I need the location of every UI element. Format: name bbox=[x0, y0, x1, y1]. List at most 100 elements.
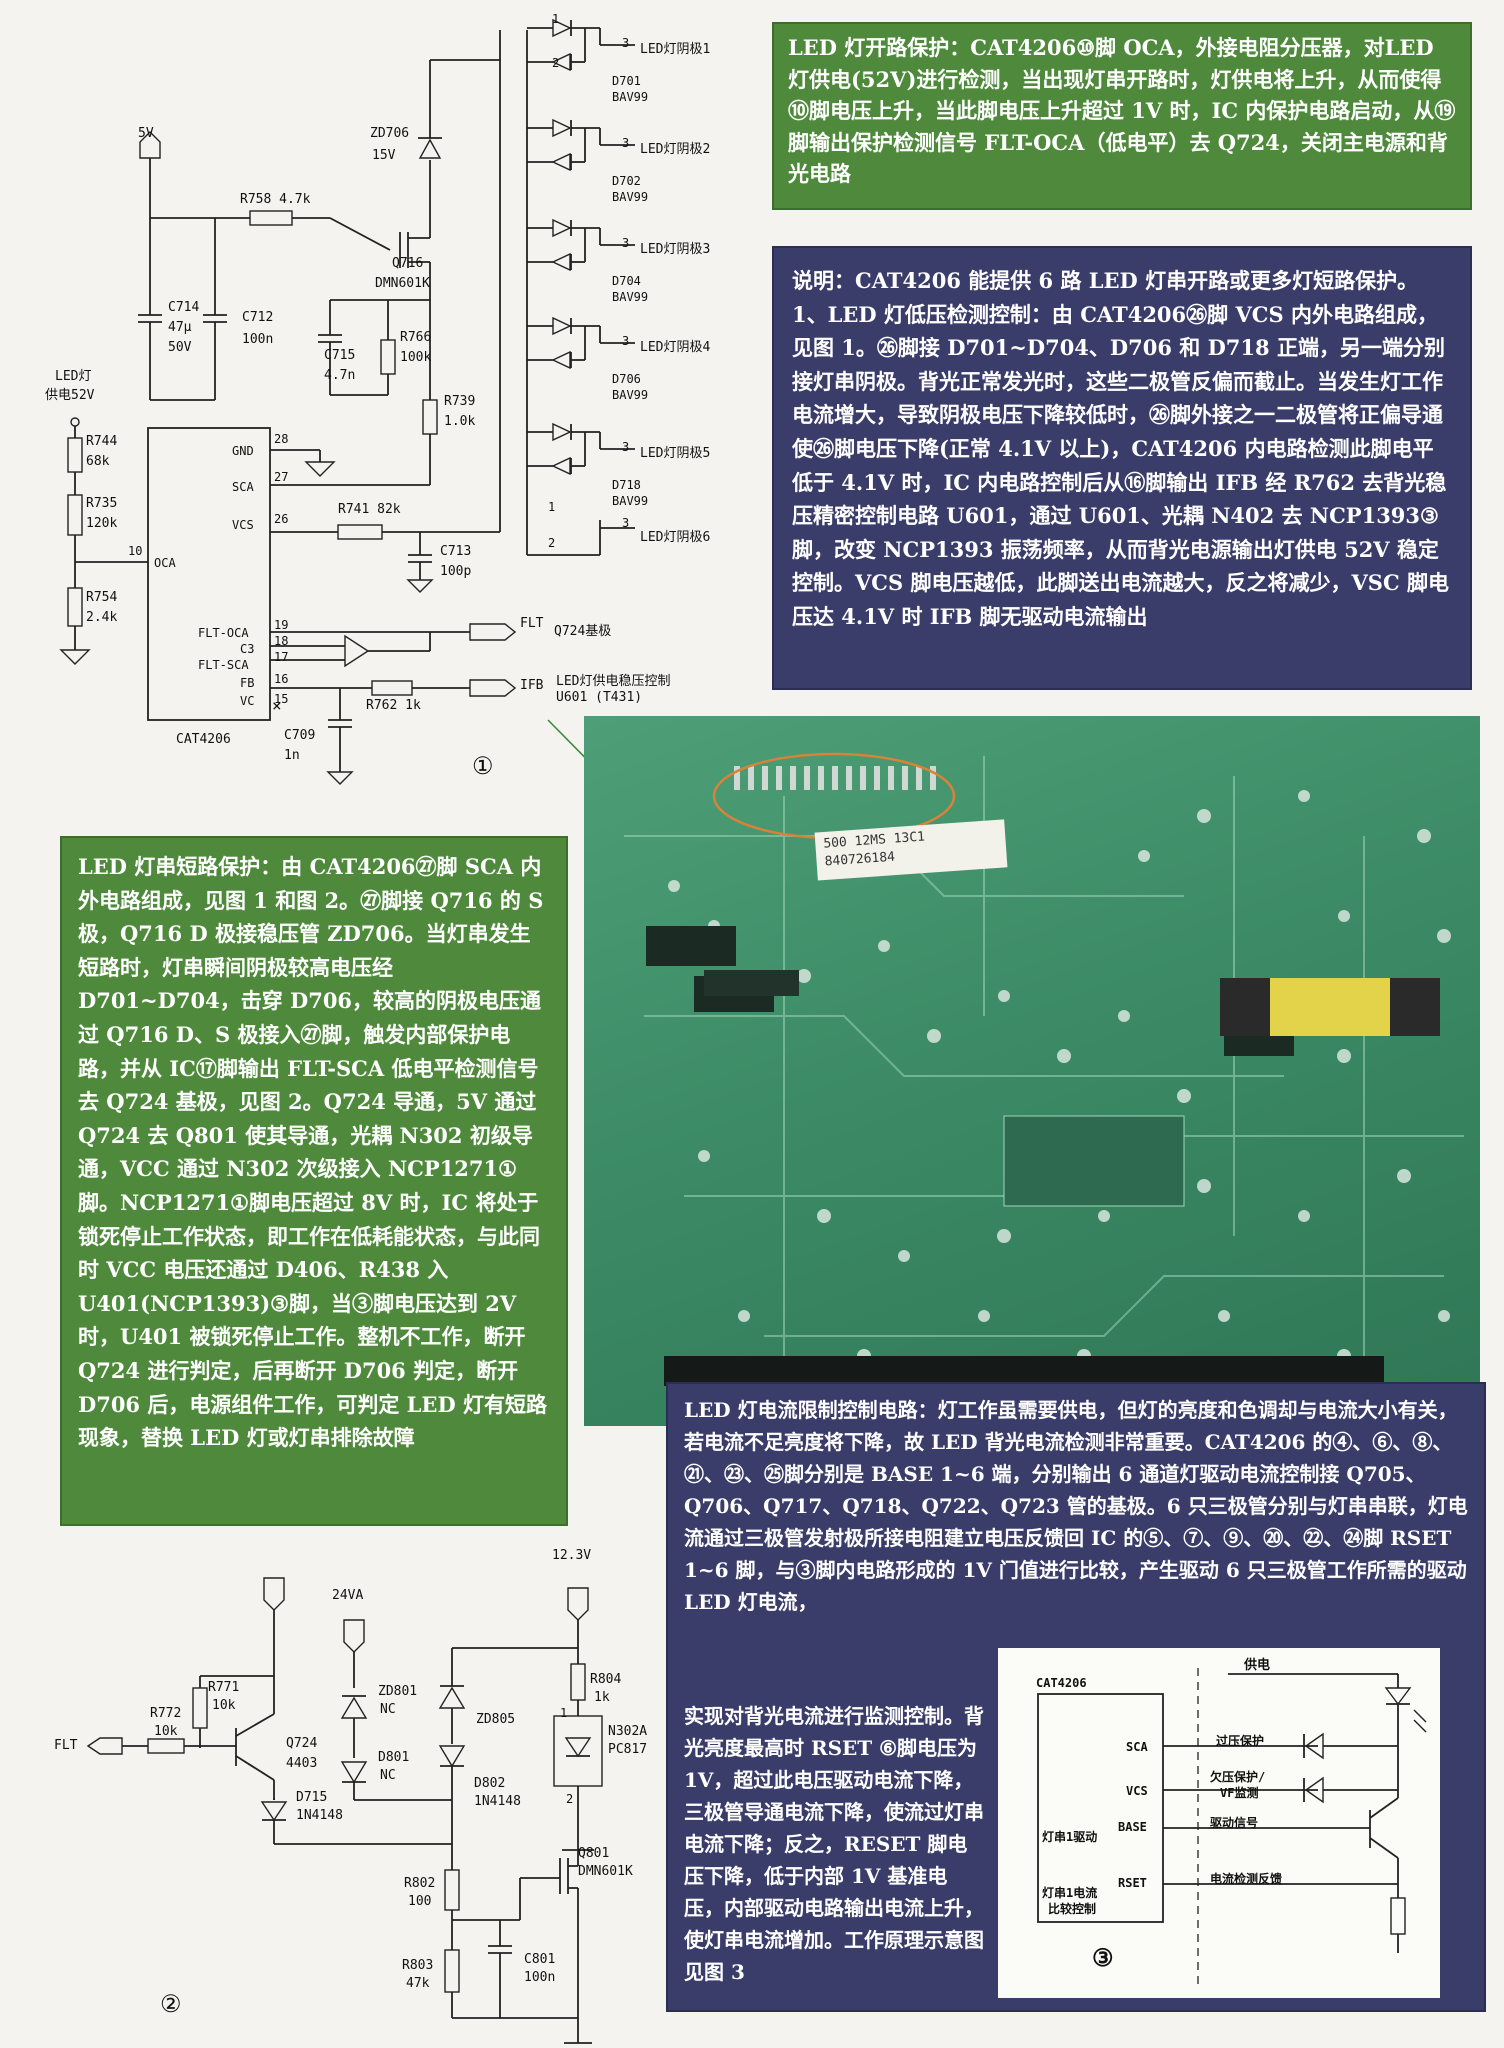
pin-15-name: VC bbox=[240, 694, 255, 708]
d1-out-label: LED灯阴极1 bbox=[640, 42, 711, 57]
fig2-r771-value: 10k bbox=[212, 1698, 236, 1713]
d1-type: BAV99 bbox=[612, 90, 649, 104]
fig1-number: ① bbox=[472, 752, 494, 780]
fig3-over: 过压保护 bbox=[1216, 1734, 1265, 1748]
fig2-d802-type: 1N4148 bbox=[474, 1794, 521, 1809]
fig2-q801-label: Q801 bbox=[578, 1846, 610, 1861]
fig2-r772-value: 10k bbox=[154, 1724, 178, 1739]
d3-name: D704 bbox=[612, 274, 641, 288]
open-circuit-text: LED 灯开路保护：CAT4206⑩脚 OCA，外接电阻分压器，对LED 灯供电… bbox=[788, 35, 1456, 186]
fig1-c712-label: C712 bbox=[242, 310, 274, 325]
fig1-r735-value: 120k bbox=[86, 516, 118, 531]
pin-18-name: C3 bbox=[240, 642, 255, 656]
d3-pin3: 3 bbox=[622, 236, 630, 250]
fig3-supply: 供电 bbox=[1244, 1658, 1271, 1673]
d6-pin3: 3 bbox=[622, 516, 630, 530]
d3-type: BAV99 bbox=[612, 290, 649, 304]
fig3-drive1: 灯串1驱动 bbox=[1042, 1830, 1098, 1844]
short-circuit-box: LED 灯串短路保护：由 CAT4206㉗脚 SCA 内外电路组成，见图 1 和… bbox=[60, 836, 568, 1526]
d6-pin2: 2 bbox=[548, 536, 556, 550]
fig1-5v-label: 5V bbox=[138, 126, 154, 141]
fig2-c801-value: 100n bbox=[524, 1970, 556, 1985]
fig1-c709-label: C709 bbox=[284, 728, 316, 743]
fig2-number: ② bbox=[160, 1990, 182, 2018]
description-text: 说明：CAT4206 能提供 6 路 LED 灯串开路或更多灯短路保护。1、LE… bbox=[792, 268, 1449, 629]
fig1-led-supply-voltage: 供电52V bbox=[45, 388, 95, 403]
pin-19-name: FLT-OCA bbox=[198, 626, 249, 640]
d5-type: BAV99 bbox=[612, 494, 649, 508]
d1-name: D701 bbox=[612, 74, 641, 88]
d4-name: D706 bbox=[612, 372, 641, 386]
fig1-r758-label: R758 4.7k bbox=[240, 192, 311, 207]
fig2-r772-label: R772 bbox=[150, 1706, 182, 1721]
pin-28-num: 28 bbox=[274, 432, 289, 446]
fig2-flt-label: FLT bbox=[54, 1738, 78, 1753]
fig1-zd706-label: ZD706 bbox=[370, 126, 410, 141]
pin-18-num: 18 bbox=[274, 634, 289, 648]
pin-10-name: OCA bbox=[154, 556, 176, 570]
fig1-r766-label: R766 bbox=[400, 330, 432, 345]
fig3-cur1a: 灯串1电流 bbox=[1042, 1886, 1098, 1900]
pin-17-num: 17 bbox=[274, 650, 289, 664]
fig1-r754-value: 2.4k bbox=[86, 610, 118, 625]
figure2-schematic bbox=[86, 1577, 603, 2044]
fig3-number: ③ bbox=[1092, 1943, 1114, 1972]
pin-10-num: 10 bbox=[128, 544, 143, 558]
fig2-zd801-type: NC bbox=[380, 1702, 396, 1717]
fig1-r744-value: 68k bbox=[86, 454, 110, 469]
fig1-c709-value: 1n bbox=[284, 748, 300, 763]
pin-17-name: FLT-SCA bbox=[198, 658, 249, 672]
fig1-r766-value: 100k bbox=[400, 350, 432, 365]
fig2-n302-label: N302A bbox=[608, 1724, 648, 1739]
fig1-c713-label: C713 bbox=[440, 544, 472, 559]
fig1-q724-base-label: Q724基极 bbox=[554, 624, 612, 639]
fig1-c714-value: 47μ bbox=[168, 320, 192, 335]
d4-type: BAV99 bbox=[612, 388, 649, 402]
fig3-rset: RSET bbox=[1118, 1876, 1147, 1890]
fig2-q801-type: DMN601K bbox=[578, 1864, 633, 1879]
fig2-r804-label: R804 bbox=[590, 1672, 622, 1687]
fig1-c712-value: 100n bbox=[242, 332, 274, 347]
fig1-led-supply-label: LED灯 bbox=[55, 369, 92, 384]
fig1-r762-label: R762 1k bbox=[366, 698, 421, 713]
pin-28-name: GND bbox=[232, 444, 254, 458]
fig1-ifb-desc: LED灯供电稳压控制 bbox=[556, 674, 671, 689]
pcb-traces bbox=[624, 752, 1464, 1386]
fig1-q716-type: DMN601K bbox=[375, 276, 430, 291]
d2-out-label: LED灯阴极2 bbox=[640, 142, 711, 157]
d2-pin3: 3 bbox=[622, 136, 630, 150]
fig1-r739-value: 1.0k bbox=[444, 414, 476, 429]
pcb-photo: 500 12MS 13C1 840726184 bbox=[584, 716, 1480, 1426]
current-limit-text-top: LED 灯电流限制控制电路：灯工作虽需要供电，但灯的亮度和色调却与电流大小有关，… bbox=[684, 1398, 1468, 1614]
fig2-d715-type: 1N4148 bbox=[296, 1808, 343, 1823]
fig1-q716-label: Q716 bbox=[392, 256, 424, 271]
fig2-c801-label: C801 bbox=[524, 1952, 556, 1967]
pin-19-num: 19 bbox=[274, 618, 289, 632]
pin-16-num: 16 bbox=[274, 672, 289, 686]
current-limit-text-bottom: 实现对背光电流进行监测控制。背光亮度最高时 RSET ⑥脚电压为 1V，超过此电… bbox=[684, 1704, 984, 1984]
fig3-under2: VF监测 bbox=[1220, 1786, 1259, 1800]
fig3-ic: CAT4206 bbox=[1036, 1676, 1087, 1690]
fig2-r803-value: 47k bbox=[406, 1976, 430, 1991]
d2-type: BAV99 bbox=[612, 190, 649, 204]
fig1-zd706-value: 15V bbox=[372, 148, 396, 163]
fig2-n302-pin2: 2 bbox=[566, 1792, 574, 1806]
fig1-ifb-label: IFB bbox=[520, 678, 544, 693]
pin-16-name: FB bbox=[240, 676, 255, 690]
fig1-c713-value: 100p bbox=[440, 564, 472, 579]
d1-pin3: 3 bbox=[622, 36, 630, 50]
d3-out-label: LED灯阴极3 bbox=[640, 242, 711, 257]
fig1-nc-mark: × bbox=[272, 696, 282, 715]
fig1-r735-label: R735 bbox=[86, 496, 118, 511]
fig1-c714-label: C714 bbox=[168, 300, 200, 315]
pin-15-num: 15 bbox=[274, 692, 289, 706]
fig2-d802-label: D802 bbox=[474, 1776, 506, 1791]
fig1-c715-label: C715 bbox=[324, 348, 356, 363]
figure3-panel: CAT4206 供电 SCA VCS BASE RSET 灯串1驱动 灯串1电流… bbox=[998, 1648, 1440, 1998]
d4-pin3: 3 bbox=[622, 334, 630, 348]
fig2-24v-label: 24VA bbox=[332, 1588, 364, 1603]
fig3-base: BASE bbox=[1118, 1820, 1147, 1834]
fig3-drive-sig: 驱动信号 bbox=[1210, 1816, 1259, 1830]
current-limit-box: LED 灯电流限制控制电路：灯工作虽需要供电，但灯的亮度和色调却与电流大小有关，… bbox=[666, 1382, 1486, 2012]
fig2-r804-value: 1k bbox=[594, 1690, 610, 1705]
